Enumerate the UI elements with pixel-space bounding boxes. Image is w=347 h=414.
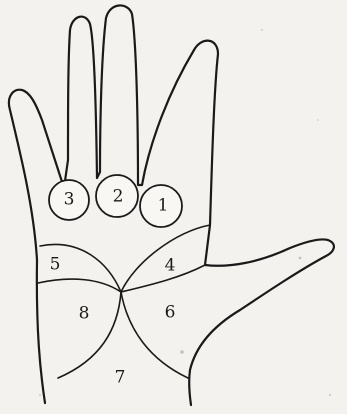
region-label-7: 7 xyxy=(115,368,126,388)
line-4-6 xyxy=(121,265,205,292)
region-label-6: 6 xyxy=(165,303,176,323)
region-label-8: 8 xyxy=(79,304,90,324)
line-6-7 xyxy=(121,292,188,378)
region-label-3: 3 xyxy=(64,190,75,210)
line-8-7 xyxy=(58,292,121,378)
region-label-4: 4 xyxy=(165,256,176,276)
region-label-2: 2 xyxy=(113,187,124,207)
region-label-5: 5 xyxy=(50,255,61,275)
line-5-8 xyxy=(38,279,121,292)
region-label-1: 1 xyxy=(158,196,169,216)
